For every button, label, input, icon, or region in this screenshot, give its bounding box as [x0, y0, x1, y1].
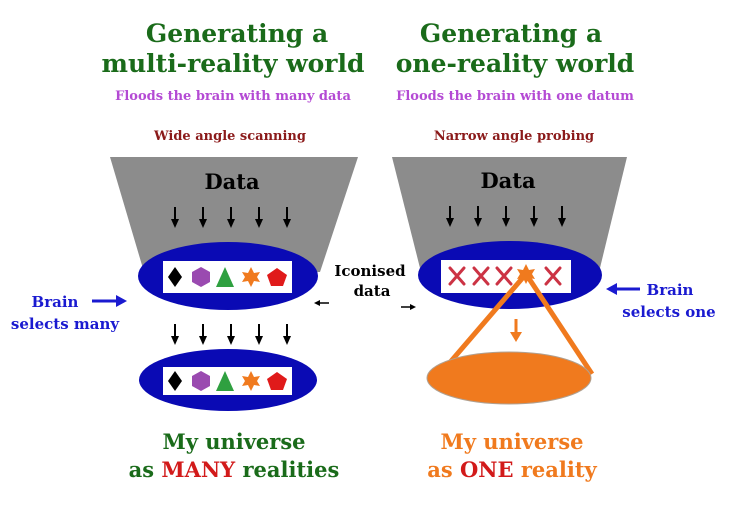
right-down-arrows: [446, 206, 566, 227]
right-mode-label: Narrow angle probing: [434, 129, 594, 144]
right-result-line2: as ONE reality: [427, 457, 597, 482]
left-brain-arrow-icon: [92, 295, 127, 307]
left-result-emphasis: MANY: [161, 457, 236, 482]
right-brain-label-2: selects one: [622, 303, 715, 321]
center-left-arrow-icon: [314, 300, 329, 306]
right-subtitle: Floods the brain with one datum: [396, 89, 634, 104]
left-middle-arrows: [171, 324, 291, 345]
right-funnel-label: Data: [480, 168, 536, 193]
left-result-line1: My universe: [162, 429, 305, 454]
left-mode-label: Wide angle scanning: [153, 129, 306, 144]
right-universe-disc: [426, 351, 592, 405]
left-title-line2: multi-reality world: [102, 49, 365, 78]
center-label-line1: Iconised: [334, 262, 406, 280]
right-title-line1: Generating a: [420, 19, 602, 48]
left-title-line1: Generating a: [146, 19, 328, 48]
left-funnel-label: Data: [204, 169, 260, 194]
right-result-emphasis: ONE: [460, 457, 514, 482]
right-brain-label-1: Brain: [647, 281, 694, 299]
right-selected-star-icon: [517, 264, 535, 284]
right-title-line2: one-reality world: [396, 49, 635, 78]
right-down-arrow-icon: [510, 319, 522, 342]
left-data-funnel: [110, 157, 358, 272]
center-right-arrow-icon: [401, 304, 416, 310]
left-result-line2: as MANY realities: [129, 457, 340, 482]
left-brain-label-1: Brain: [32, 293, 79, 311]
left-down-arrows: [171, 207, 291, 228]
center-label-line2: data: [354, 282, 391, 300]
left-brain-label-2: selects many: [11, 315, 120, 333]
right-brain-arrow-icon: [606, 283, 640, 295]
left-subtitle: Floods the brain with many data: [115, 89, 351, 104]
right-projection-cone: [438, 272, 595, 376]
right-result-line1: My universe: [440, 429, 583, 454]
right-data-funnel: [392, 157, 627, 272]
right-x-marks-icon: [448, 266, 562, 286]
